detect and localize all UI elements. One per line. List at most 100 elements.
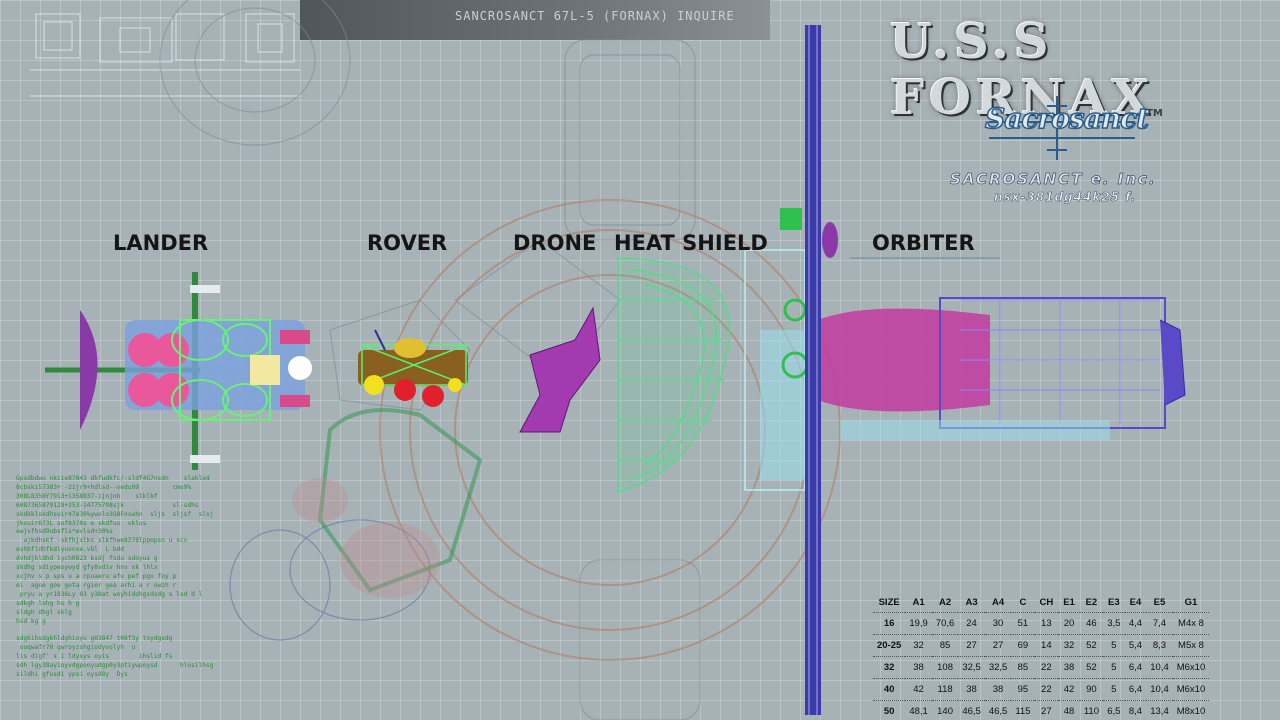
spec-cell: 32	[1058, 634, 1080, 657]
spec-cell: 108	[931, 656, 959, 679]
spec-cell: 38	[905, 656, 932, 679]
spec-cell: 24	[958, 612, 985, 635]
spec-cell: M6x10	[1172, 678, 1210, 701]
sacrosanct-logo-icon: Sacrosanct	[984, 94, 1155, 164]
spec-cell: 10,4	[1146, 656, 1173, 679]
spec-cell: 5,4	[1124, 634, 1147, 657]
spec-cell: 19,9	[905, 612, 932, 635]
spec-cell: 85	[1011, 656, 1035, 679]
spec-cell: 16	[873, 612, 906, 635]
top-banner	[300, 0, 770, 40]
spec-cell: 8,3	[1146, 634, 1173, 657]
label-lander: LANDER	[113, 231, 209, 255]
spec-cell: 3,5	[1102, 612, 1125, 635]
spec-cell: 8,4	[1124, 700, 1147, 720]
spec-header-cell: A1	[912, 596, 925, 608]
spec-cell: 7,4	[1146, 612, 1173, 635]
spec-cell: 51	[1011, 612, 1035, 635]
lander-model	[45, 272, 312, 470]
label-orbiter: ORBITER	[872, 231, 975, 255]
notes-line: hsd kg g	[16, 617, 46, 625]
spec-cell: 90	[1079, 678, 1103, 701]
label-drone: DRONE	[513, 231, 597, 255]
spec-cell: 10,4	[1146, 678, 1173, 701]
spec-cell: 32	[905, 634, 932, 657]
spec-cell: 46,5	[984, 700, 1012, 720]
notes-line: sdkgh lshg hs h g	[16, 599, 80, 607]
notes-text-block: Gpsdbdwu nkcie87843 dkfudkfc/-sldf4G7nsd…	[16, 475, 276, 680]
notes-line: skdhg sdiypeoywyd gfy8vdiv hnv xk lhlx	[16, 564, 158, 572]
notes-line: eshbfldhfkdiyuvnxe.vbl L bdd	[16, 546, 125, 554]
rover-model	[358, 329, 468, 407]
spec-cell: 32	[873, 656, 906, 679]
company-code: nsx-381dg44k25 f.	[994, 190, 1137, 205]
notes-line	[16, 626, 276, 635]
spec-cell: 70,6	[931, 612, 959, 635]
spec-cell: 27	[1034, 700, 1059, 720]
spec-cell: 52	[1079, 634, 1103, 657]
spec-cell: 42	[1058, 678, 1080, 701]
spec-header-cell: A4	[991, 596, 1005, 608]
spec-cell: 115	[1011, 700, 1035, 720]
spec-cell: 40	[873, 678, 906, 701]
spec-cell: M4x 8	[1172, 612, 1210, 635]
banner-text: SANCROSANCT 67L-5 (FORNAX) INQUIRE	[455, 9, 735, 23]
spec-header-cell: E4	[1129, 596, 1142, 608]
blueprint-thumbnails	[30, 13, 300, 97]
spec-cell: 22	[1034, 678, 1059, 701]
notes-line: lis digf' s i ldysys oyis ihslid fs	[16, 653, 173, 661]
spec-cell: 50	[873, 700, 906, 720]
spec-cell: 118	[931, 678, 959, 701]
title: U.S.S FORNAX	[890, 14, 1155, 126]
notes-line: sldgh dhgl sklg	[16, 608, 72, 616]
heat-shield-model	[617, 257, 731, 493]
notes-line: sdgkihsdgkhldghioyu g03847 t08f3y toydgs…	[16, 635, 173, 643]
spec-header-cell: E2	[1085, 596, 1098, 608]
spec-header-cell: A2	[938, 596, 952, 608]
spec-header-cell: E3	[1107, 596, 1120, 608]
spec-cell: 4,4	[1124, 612, 1147, 635]
notes-line: sdh lgy38ayioyvdgpooyudgp0y3ptiywpoysd h…	[16, 662, 214, 670]
spec-cell: 13	[1034, 612, 1059, 635]
label-heat-shield: HEAT SHIELD	[614, 231, 768, 255]
notes-line: ouqwafr70 qwroyzshgiodyvolyh u	[16, 644, 136, 652]
spec-cell: 46,5	[958, 700, 985, 720]
background-schematics	[159, 0, 701, 720]
spec-header-cell: C	[1019, 596, 1027, 608]
spec-header-cell: SIZE	[878, 596, 900, 608]
spec-cell: 22	[1034, 656, 1059, 679]
spec-cell: 27	[984, 634, 1012, 657]
spec-cell: 32,5	[984, 656, 1012, 679]
spec-cell: 20-25	[873, 634, 906, 657]
trademark: TM	[1146, 108, 1163, 119]
notes-line: dvhdjkldhd iych0823 ksdj fsdu sdoyus g	[16, 555, 158, 563]
notes-line: Gpsdbdwu nkcie87843 dkfudkfc/-sldf4G7nsd…	[16, 475, 210, 482]
notes-line: xcjhv s p sps u a rpuaeru afu pef pgo fo…	[16, 572, 177, 580]
notes-line: 6087365879129+253-14775798sjk sl-sdhs	[16, 501, 199, 509]
spec-cell: 32,5	[958, 656, 985, 679]
spec-cell: 42	[905, 678, 932, 701]
truss-structure	[805, 25, 821, 715]
spec-cell: 6,4	[1124, 656, 1147, 679]
notes-line: ajkdhskf -skfhjslks slkfhwe8278lppmpsn u…	[16, 537, 188, 545]
pink-blob-shapes	[292, 478, 440, 598]
spec-cell: M5x 8	[1172, 634, 1210, 657]
spec-cell: M8x10	[1172, 700, 1210, 720]
spec-cell: 5	[1102, 634, 1125, 657]
spec-header-cell: E1	[1063, 596, 1075, 608]
notes-line: ei agoe goe gota rgier gea arhi a r owih…	[16, 581, 177, 589]
spec-cell: 38	[984, 678, 1012, 701]
spec-cell: 52	[1079, 656, 1103, 679]
spec-cell: 27	[958, 634, 985, 657]
spec-header-cell: G1	[1184, 596, 1198, 608]
spec-cell: 20	[1058, 612, 1080, 635]
